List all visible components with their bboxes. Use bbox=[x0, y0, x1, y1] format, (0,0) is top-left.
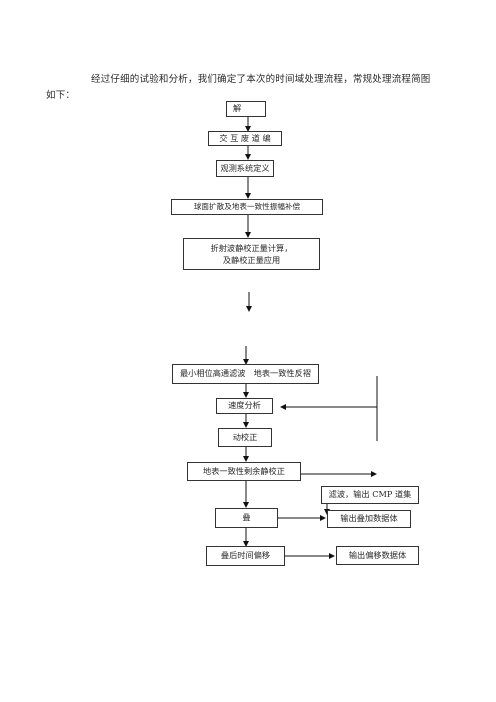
box-nmo: 动校正 bbox=[218, 428, 272, 447]
box-stack-label: 叠 bbox=[242, 512, 251, 522]
box-filter-cmp-output-label: 滤波，输出 CMP 道集 bbox=[328, 489, 412, 499]
box-velocity-analysis: 速度分析 bbox=[216, 398, 273, 414]
box-nmo-label: 动校正 bbox=[232, 432, 258, 442]
box-min-phase-filter: 最小相位高通滤波 地表一致性反褶 bbox=[172, 364, 319, 384]
box-filter-cmp-output: 滤波，输出 CMP 道集 bbox=[321, 486, 419, 504]
intro-paragraph: 经过仔细的试验和分析，我们确定了本次的时间域处理流程，常规处理流程简图如下： bbox=[46, 73, 431, 101]
box-refraction-statics-line2: 及静校正量应用 bbox=[222, 255, 281, 265]
box-interactive-edit-label: 交 互 废 道 编 bbox=[219, 133, 271, 143]
box-geometry-label: 观测系统定义 bbox=[220, 163, 270, 173]
box-amplitude-compensation: 球面扩散及地表一致性振幅补偿 bbox=[171, 199, 323, 215]
box-decode-label: 解 bbox=[233, 103, 242, 113]
box-migration-label: 叠后时间偏移 bbox=[220, 550, 271, 560]
box-min-phase-filter-label: 最小相位高通滤波 地表一致性反褶 bbox=[179, 368, 311, 378]
box-amplitude-compensation-label: 球面扩散及地表一致性振幅补偿 bbox=[193, 202, 301, 211]
box-refraction-statics-line1: 折射波静校正量计算， bbox=[210, 243, 293, 253]
box-decode: 解 bbox=[226, 101, 266, 117]
box-migration-output-label: 输出偏移数据体 bbox=[348, 550, 407, 560]
box-stack-output: 输出叠加数据体 bbox=[327, 510, 411, 528]
box-migration-output: 输出偏移数据体 bbox=[336, 546, 419, 565]
box-residual-statics-label: 地表一致性剩余静校正 bbox=[203, 466, 285, 476]
box-refraction-statics: 折射波静校正量计算， 及静校正量应用 bbox=[183, 238, 320, 270]
box-migration: 叠后时间偏移 bbox=[206, 546, 285, 566]
box-velocity-analysis-label: 速度分析 bbox=[228, 400, 261, 410]
box-stack: 叠 bbox=[215, 508, 278, 528]
box-residual-statics: 地表一致性剩余静校正 bbox=[187, 462, 301, 481]
box-interactive-edit: 交 互 废 道 编 bbox=[208, 131, 282, 146]
box-stack-output-label: 输出叠加数据体 bbox=[340, 513, 398, 523]
box-geometry: 观测系统定义 bbox=[216, 160, 274, 177]
